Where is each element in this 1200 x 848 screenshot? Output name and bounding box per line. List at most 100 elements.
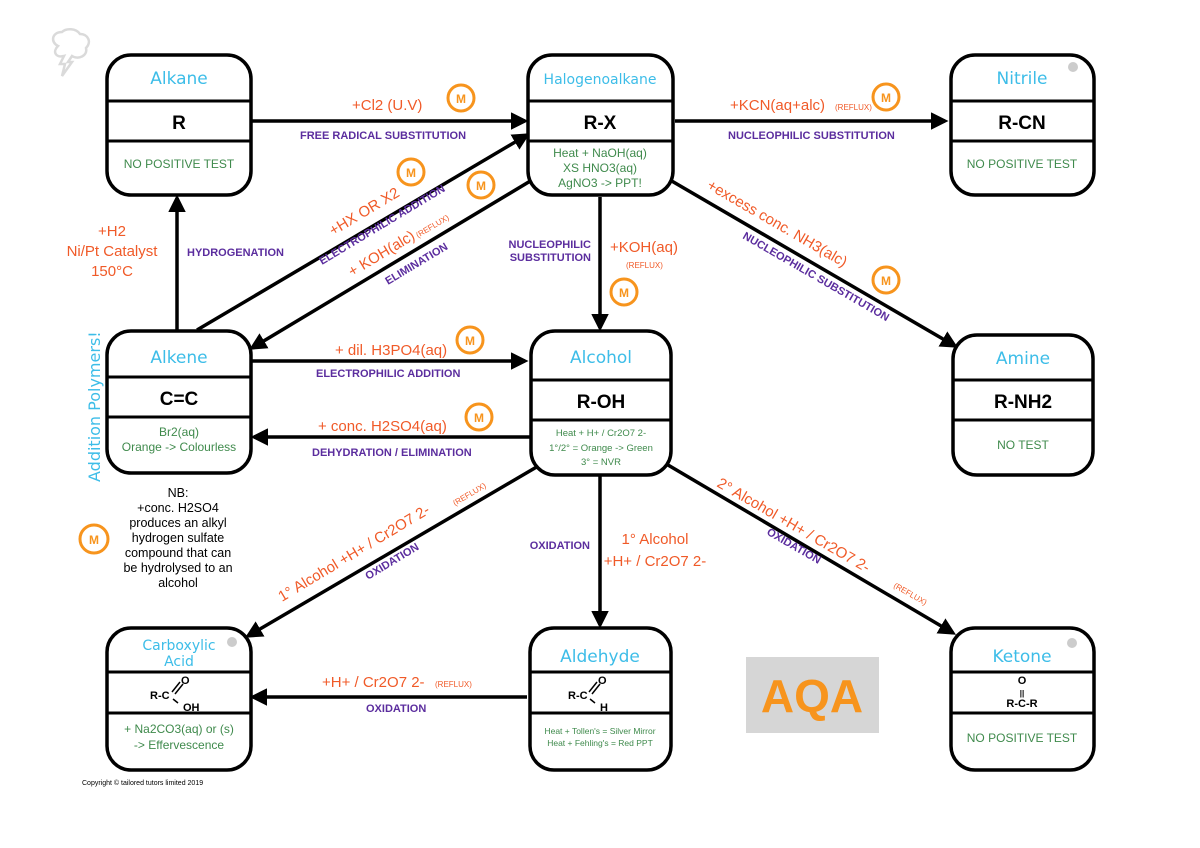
condition-label: (REFLUX) xyxy=(435,680,472,689)
box-ketone: Ketone O || R-C-R NO POSITIVE TEST xyxy=(949,626,1096,772)
box-title: Alkene xyxy=(150,348,207,368)
svg-text:M: M xyxy=(881,274,891,288)
svg-text:hydrogen sulfate: hydrogen sulfate xyxy=(132,531,224,545)
condition-label: (REFLUX) xyxy=(892,581,929,607)
box-test-line: AgNO3 -> PPT! xyxy=(558,176,642,190)
structure-left: R-C xyxy=(150,690,170,702)
box-alkene: Alkene C=C Br2(aq) Orange -> Colourless xyxy=(105,329,253,475)
mark-badge: M xyxy=(871,265,901,295)
box-test: NO POSITIVE TEST xyxy=(967,157,1078,171)
condition-label: (REFLUX) xyxy=(451,481,488,508)
reagent-label: 150°C xyxy=(91,263,133,280)
svg-text:AQA: AQA xyxy=(761,670,863,722)
box-test-line: Heat + Tollen's = Silver Mirror xyxy=(544,726,655,736)
mark-badge: M xyxy=(396,157,426,187)
box-carboxylic-acid: Carboxylic Acid R-C O OH + Na2CO3(aq) or… xyxy=(105,626,253,772)
mark-badge: M xyxy=(464,402,494,432)
mark-badge: M xyxy=(446,83,476,113)
box-title: Alcohol xyxy=(570,348,632,368)
mechanism-label: SUBSTITUTION xyxy=(510,252,591,264)
copyright-text: Copyright © tailored tutors limited 2019 xyxy=(82,779,203,787)
arrow-halogenoalkane-to-amine xyxy=(669,178,959,348)
svg-text:M: M xyxy=(476,179,486,193)
reagent-label: Ni/Pt Catalyst xyxy=(67,243,159,260)
box-title: Carboxylic xyxy=(142,638,215,654)
structure-mid: || xyxy=(1020,689,1024,698)
box-title: Ketone xyxy=(992,647,1051,667)
box-test-line: Br2(aq) xyxy=(159,425,199,439)
svg-text:M: M xyxy=(456,92,466,106)
mechanism-label: DEHYDRATION / ELIMINATION xyxy=(312,447,472,459)
condition-label: (REFLUX) xyxy=(414,213,451,240)
box-formula: R-NH2 xyxy=(994,392,1052,413)
arrow-alkene-to-halogenoalkane xyxy=(196,133,531,332)
reagent-label: + dil. H3PO4(aq) xyxy=(335,342,447,359)
svg-text:M: M xyxy=(465,334,475,348)
box-test: NO POSITIVE TEST xyxy=(967,731,1078,745)
box-test-line: Heat + NaOH(aq) xyxy=(553,146,647,160)
reagent-label: + conc. H2SO4(aq) xyxy=(318,418,447,435)
box-formula: R-CN xyxy=(998,113,1046,134)
condition-label: (REFLUX) xyxy=(626,261,663,270)
mechanism-label: HYDROGENATION xyxy=(187,247,284,259)
reagent-label: +H2 xyxy=(98,223,126,240)
svg-text:M: M xyxy=(89,533,99,547)
reagent-label: +H+ / Cr2O7 2- xyxy=(322,674,425,691)
reagent-label: +H+ / Cr2O7 2- xyxy=(604,553,707,570)
box-aldehyde: Aldehyde R-C O H Heat + Tollen's = Silve… xyxy=(528,626,673,772)
box-test-line: 3° = NVR xyxy=(581,457,621,468)
svg-text:be hydrolysed to an: be hydrolysed to an xyxy=(123,561,232,575)
mechanism-label: OXIDATION xyxy=(530,540,590,552)
mechanism-label: NUCLEOPHILIC SUBSTITUTION xyxy=(728,130,895,142)
box-test-line: Heat + H+ / Cr2O7 2- xyxy=(556,428,646,439)
box-test-line: Orange -> Colourless xyxy=(122,440,236,454)
structure-top: O xyxy=(598,675,607,687)
reagent-label: +Cl2 (U.V) xyxy=(352,97,422,114)
box-title: Halogenoalkane xyxy=(544,72,657,88)
box-formula: R-OH xyxy=(577,392,626,413)
svg-text:NB:: NB: xyxy=(168,486,189,500)
box-halogenoalkane: Halogenoalkane R-X Heat + NaOH(aq) XS HN… xyxy=(526,53,675,197)
mechanism-label: FREE RADICAL SUBSTITUTION xyxy=(300,130,466,142)
brain-lightning-icon xyxy=(51,28,91,77)
box-formula: R-X xyxy=(584,113,617,134)
brain-icon xyxy=(1068,62,1078,72)
box-formula: C=C xyxy=(160,389,199,410)
box-test: NO TEST xyxy=(997,438,1049,452)
arrow-halogenoalkane-to-alkene xyxy=(248,178,533,350)
reagent-label: 2° Alcohol +H+ / Cr2O7 2- xyxy=(714,475,873,577)
svg-text:produces an alkyl: produces an alkyl xyxy=(129,516,226,530)
svg-text:+conc. H2SO4: +conc. H2SO4 xyxy=(137,501,219,515)
structure-top: O xyxy=(181,675,190,687)
mark-badge: M xyxy=(466,170,496,200)
box-title: Nitrile xyxy=(997,69,1048,89)
mechanism-label: ELECTROPHILIC ADDITION xyxy=(316,368,460,380)
brain-icon xyxy=(227,637,237,647)
structure-left: R-C xyxy=(568,690,588,702)
mark-badge: M xyxy=(78,523,110,555)
mechanism-label: NUCLEOPHILIC xyxy=(509,239,592,251)
reagent-label: 1° Alcohol xyxy=(622,531,689,548)
structure-bottom: R-C-R xyxy=(1006,698,1037,710)
svg-text:M: M xyxy=(474,411,484,425)
condition-label: (REFLUX) xyxy=(835,103,872,112)
box-alkane: Alkane R NO POSITIVE TEST xyxy=(105,53,253,197)
box-title: Acid xyxy=(164,654,194,670)
reagent-label: +KCN(aq+alc) xyxy=(730,97,825,114)
box-title: Alkane xyxy=(150,69,208,89)
mechanism-label: OXIDATION xyxy=(366,703,426,715)
structure-bottom: H xyxy=(600,702,608,714)
svg-text:M: M xyxy=(406,166,416,180)
box-test-line: + Na2CO3(aq) or (s) xyxy=(124,722,234,736)
arrow-alcohol-to-ketone xyxy=(667,463,957,635)
arrow-alcohol-to-carboxylic-acid xyxy=(244,463,541,638)
aqa-logo: AQA xyxy=(746,657,879,733)
svg-text:M: M xyxy=(881,91,891,105)
mark-badge: M xyxy=(871,82,901,112)
box-test-line: 1°/2° = Orange -> Green xyxy=(549,443,653,454)
box-alcohol: Alcohol R-OH Heat + H+ / Cr2O7 2- 1°/2° … xyxy=(529,329,673,477)
addition-polymers-label: Addition Polymers! xyxy=(85,331,104,482)
box-title: Aldehyde xyxy=(560,647,640,667)
box-amine: Amine R-NH2 NO TEST xyxy=(951,333,1095,477)
